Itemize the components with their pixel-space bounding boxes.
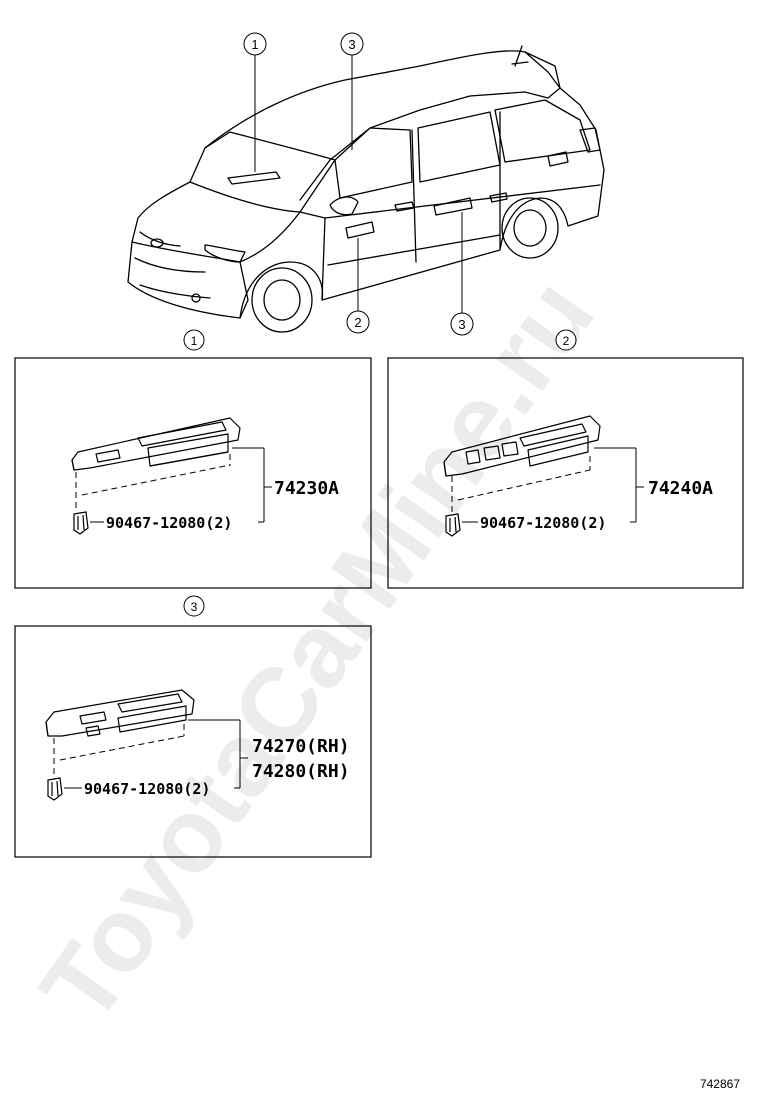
switch-bezel-74230A [71,417,241,471]
car-callout-leaders [254,55,463,314]
panel-callout: 1 [191,334,198,348]
clip-fastener [47,777,63,801]
car-callout-3-top: 3 [340,32,364,56]
assembly-dash-lines [75,454,231,510]
callout-label: 1 [251,37,258,52]
part-number: 74240A [648,478,713,499]
fastener-number: 90467-12080(2) [480,514,606,532]
callout-label: 2 [354,315,361,330]
panel-callout: 3 [191,600,198,614]
car-callout-2: 2 [346,310,370,334]
car-callout-3-bottom: 3 [450,312,474,336]
part-number-rh: 74270(RH) [252,736,350,757]
callout-label: 3 [348,37,355,52]
clip-fastener [73,511,89,535]
clip-fastener [445,513,461,537]
part-number-lh: 74280(RH) [252,761,350,782]
leader-lines [64,719,248,789]
fastener-number: 90467-12080(2) [84,780,210,798]
leader-lines [462,447,644,523]
panel-1: 1 74230A 90467-12080(2) [14,329,372,589]
fastener-number: 90467-12080(2) [106,514,232,532]
watermark-text: ToyotaCarMine.ru [19,259,617,1043]
leader-lines [90,447,272,523]
assembly-dash-lines [451,456,591,512]
callout-label: 3 [458,317,465,332]
part-number: 74230A [274,478,339,499]
switch-bezel-74270-74280 [45,689,195,737]
switch-bezel-74240A [443,415,601,477]
car-callout-1: 1 [243,32,267,56]
vehicle-illustration [127,45,605,333]
panel-2: 2 74240A 90467-12080(2) [387,329,744,589]
diagram-id: 742867 [700,1077,740,1091]
panel-callout: 2 [563,334,570,348]
assembly-dash-lines [53,724,185,776]
panel-3: 3 74270(RH) 74280(RH) 90467-12 [14,595,372,858]
